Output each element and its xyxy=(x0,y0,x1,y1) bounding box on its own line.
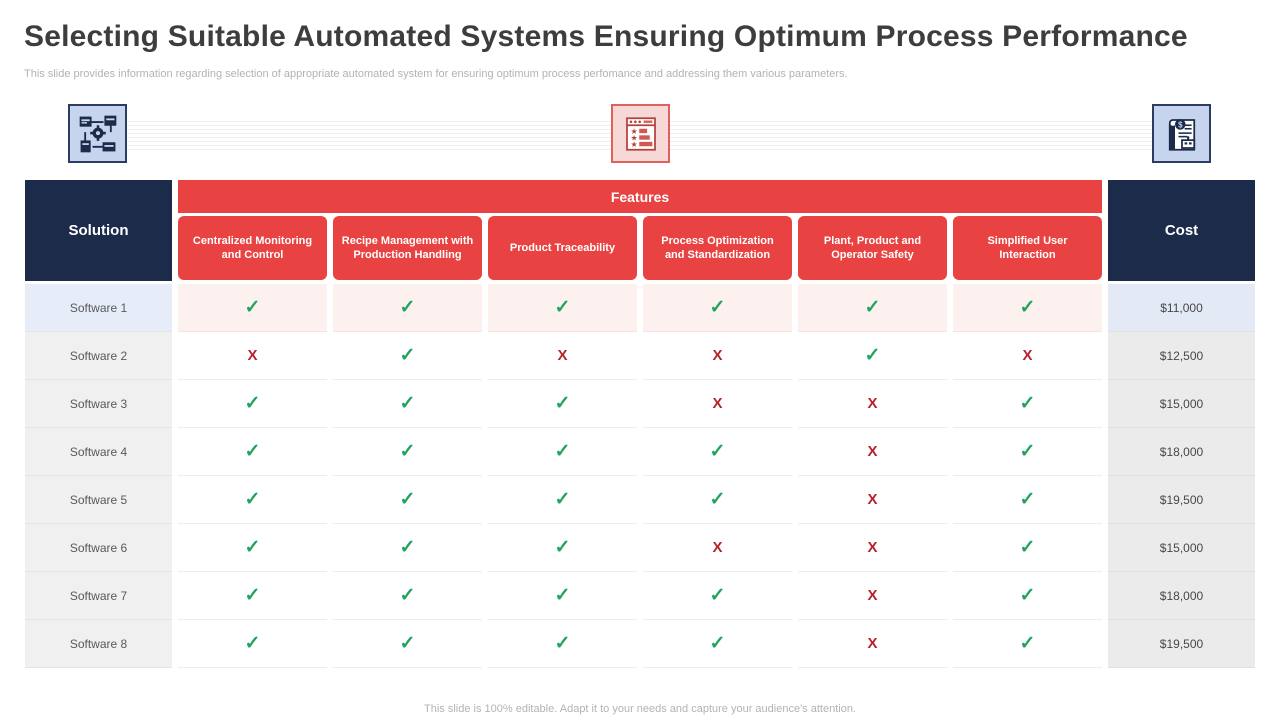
check-icon: ✓ xyxy=(953,620,1102,668)
solution-cell: Software 7 xyxy=(25,572,172,620)
features-header: Features xyxy=(178,180,1102,213)
check-icon: ✓ xyxy=(953,524,1102,572)
cost-document-glyph: $ xyxy=(1168,118,1195,151)
comparison-table: Solution Features Cost Centralized Monit… xyxy=(25,180,1255,668)
cross-icon: X xyxy=(798,572,947,620)
solution-cell: Software 4 xyxy=(25,428,172,476)
check-icon: ✓ xyxy=(953,572,1102,620)
check-icon: ✓ xyxy=(953,428,1102,476)
check-icon: ✓ xyxy=(178,476,327,524)
cross-icon: X xyxy=(798,380,947,428)
footer-note: This slide is 100% editable. Adapt it to… xyxy=(424,703,856,715)
check-icon: ✓ xyxy=(178,380,327,428)
check-icon: ✓ xyxy=(953,380,1102,428)
cross-icon: X xyxy=(798,428,947,476)
solution-cell: Software 1 xyxy=(25,284,172,332)
svg-text:★: ★ xyxy=(630,140,637,149)
check-icon: ✓ xyxy=(643,428,792,476)
cost-cell: $19,500 xyxy=(1108,476,1255,524)
check-icon: ✓ xyxy=(333,284,482,332)
feature-column-header: Process Optimization and Standardization xyxy=(643,216,792,280)
cost-cell: $15,000 xyxy=(1108,380,1255,428)
check-icon: ✓ xyxy=(643,284,792,332)
automation-process-glyph xyxy=(79,115,116,152)
check-icon: ✓ xyxy=(953,476,1102,524)
check-icon: ✓ xyxy=(333,428,482,476)
cross-icon: X xyxy=(643,524,792,572)
check-icon: ✓ xyxy=(178,524,327,572)
cost-cell: $18,000 xyxy=(1108,572,1255,620)
check-icon: ✓ xyxy=(333,332,482,380)
cost-cell: $11,000 xyxy=(1108,284,1255,332)
check-icon: ✓ xyxy=(798,332,947,380)
feature-column-header: Plant, Product and Operator Safety xyxy=(798,216,947,280)
check-icon: ✓ xyxy=(333,620,482,668)
check-icon: ✓ xyxy=(488,572,637,620)
cross-icon: X xyxy=(488,332,637,380)
check-icon: ✓ xyxy=(798,284,947,332)
check-icon: ✓ xyxy=(178,428,327,476)
cross-icon: X xyxy=(643,332,792,380)
cost-column-header: Cost xyxy=(1108,180,1255,281)
cost-cell: $12,500 xyxy=(1108,332,1255,380)
automation-process-icon xyxy=(68,104,127,163)
solution-cell: Software 3 xyxy=(25,380,172,428)
check-icon: ✓ xyxy=(178,620,327,668)
check-icon: ✓ xyxy=(333,572,482,620)
feature-column-header: Product Traceability xyxy=(488,216,637,280)
check-icon: ✓ xyxy=(488,476,637,524)
check-icon: ✓ xyxy=(488,284,637,332)
features-list-glyph: ★ ★ ★ xyxy=(625,116,656,151)
check-icon: ✓ xyxy=(333,380,482,428)
check-icon: ✓ xyxy=(488,620,637,668)
cross-icon: X xyxy=(643,380,792,428)
check-icon: ✓ xyxy=(178,572,327,620)
cost-cell: $19,500 xyxy=(1108,620,1255,668)
page-title: Selecting Suitable Automated Systems Ens… xyxy=(24,20,1188,53)
svg-text:$: $ xyxy=(1178,120,1183,129)
cross-icon: X xyxy=(798,476,947,524)
check-icon: ✓ xyxy=(333,524,482,572)
feature-column-header: Simplified User Interaction xyxy=(953,216,1102,280)
check-icon: ✓ xyxy=(643,620,792,668)
cross-icon: X xyxy=(798,524,947,572)
cross-icon: X xyxy=(798,620,947,668)
check-icon: ✓ xyxy=(643,476,792,524)
check-icon: ✓ xyxy=(178,284,327,332)
cross-icon: X xyxy=(178,332,327,380)
svg-text:★: ★ xyxy=(630,127,637,136)
check-icon: ✓ xyxy=(333,476,482,524)
features-list-icon: ★ ★ ★ xyxy=(611,104,670,163)
solution-cell: Software 5 xyxy=(25,476,172,524)
cost-document-icon: $ xyxy=(1152,104,1211,163)
solution-cell: Software 6 xyxy=(25,524,172,572)
cost-cell: $18,000 xyxy=(1108,428,1255,476)
check-icon: ✓ xyxy=(643,572,792,620)
cost-cell: $15,000 xyxy=(1108,524,1255,572)
svg-text:★: ★ xyxy=(630,133,637,142)
check-icon: ✓ xyxy=(488,380,637,428)
check-icon: ✓ xyxy=(488,428,637,476)
check-icon: ✓ xyxy=(488,524,637,572)
solution-cell: Software 2 xyxy=(25,332,172,380)
feature-column-header: Recipe Management with Production Handli… xyxy=(333,216,482,280)
feature-column-header: Centralized Monitoring and Control xyxy=(178,216,327,280)
check-icon: ✓ xyxy=(953,284,1102,332)
solution-column-header: Solution xyxy=(25,180,172,281)
cross-icon: X xyxy=(953,332,1102,380)
solution-cell: Software 8 xyxy=(25,620,172,668)
page-subtitle: This slide provides information regardin… xyxy=(24,68,848,80)
